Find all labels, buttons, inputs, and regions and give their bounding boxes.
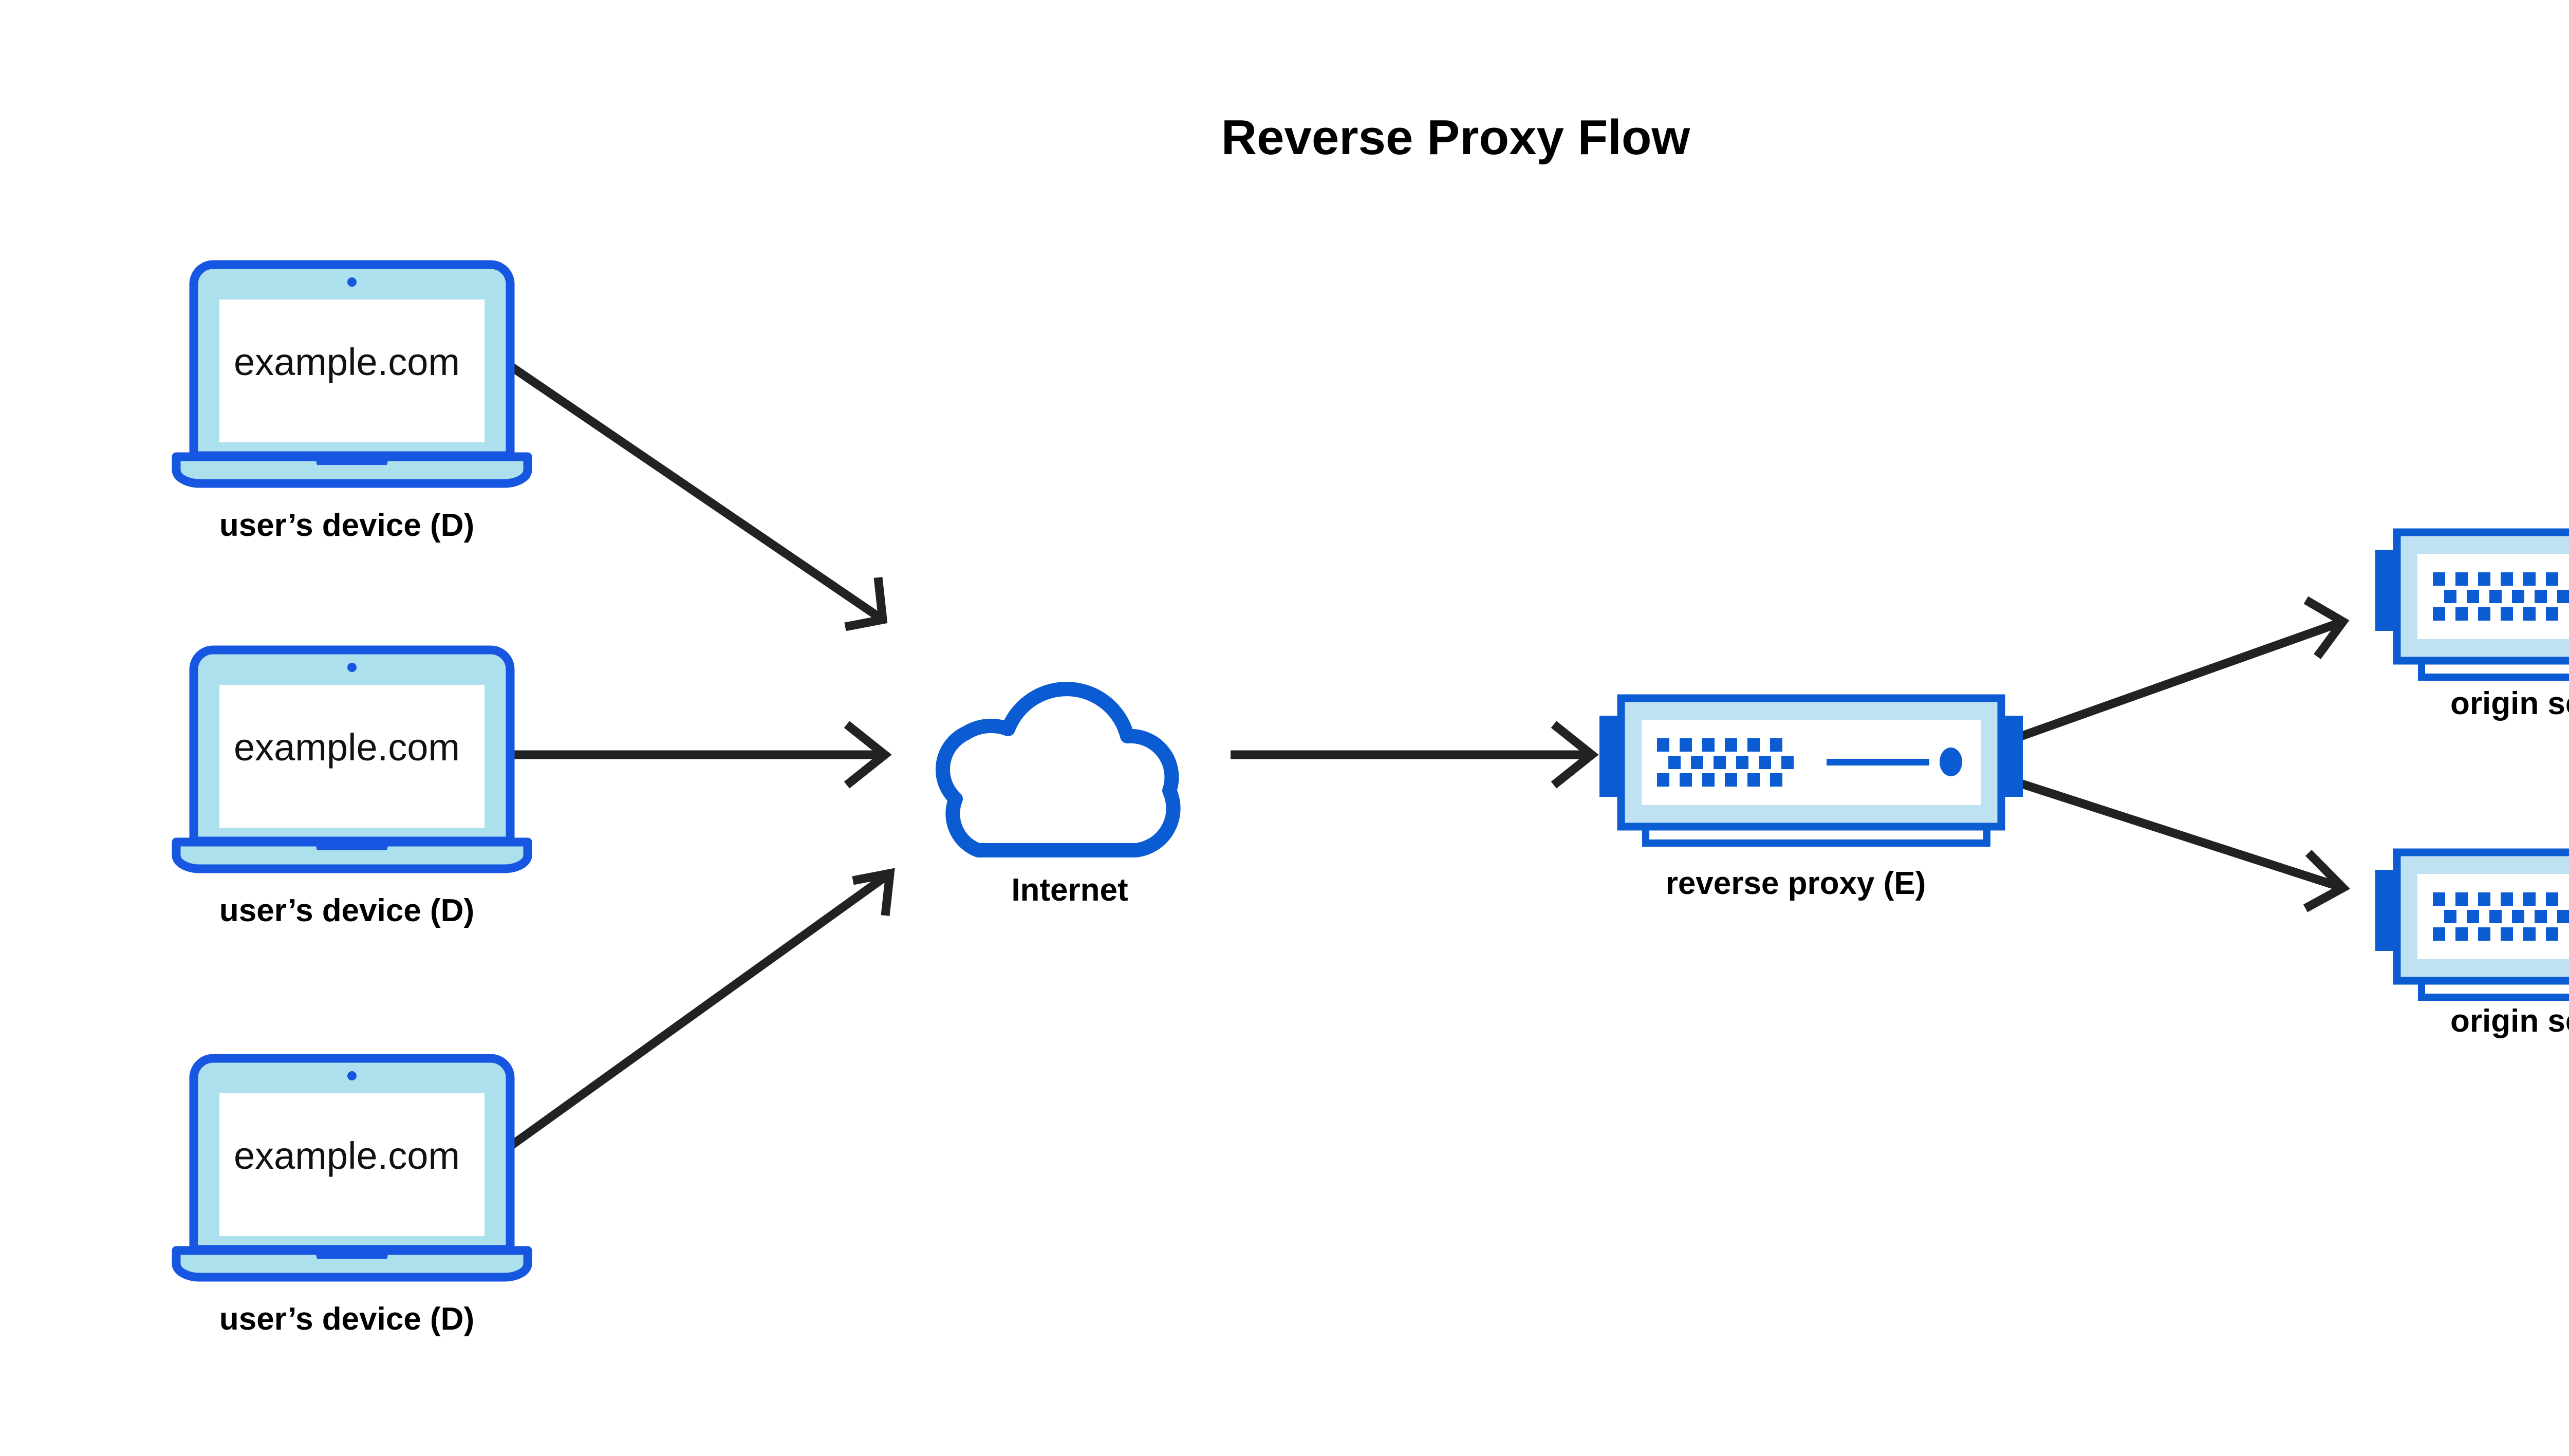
server-icon — [1599, 698, 2023, 843]
origin-bottom-label: origin server (F) — [2450, 1003, 2569, 1039]
arrow-client-top-to-internet — [498, 356, 888, 631]
reverse-proxy-label: reverse proxy (E) — [1666, 866, 1926, 901]
arrow-client-bottom-to-internet — [498, 868, 895, 1156]
arrow-group — [498, 356, 2350, 1156]
arrow-proxy-to-origin-bottom — [1992, 770, 2350, 912]
client-middle-screen-text: example.com — [234, 726, 460, 769]
node-reverse-proxy[interactable]: reverse proxy (E) — [1599, 698, 2023, 901]
node-internet[interactable]: Internet — [943, 689, 1174, 908]
page-title: Reverse Proxy Flow — [1221, 110, 1690, 165]
internet-label: Internet — [1011, 872, 1128, 908]
node-origin-bottom[interactable]: origin server (F) — [2375, 852, 2569, 1039]
server-icon — [2375, 532, 2569, 677]
node-client-top[interactable]: example.com user’s device (D) — [176, 265, 528, 543]
client-top-screen-text: example.com — [234, 341, 460, 383]
client-top-label: user’s device (D) — [219, 508, 474, 543]
cloud-icon — [943, 689, 1174, 850]
client-bottom-screen-text: example.com — [234, 1134, 460, 1177]
node-origin-top[interactable]: origin server (F) — [2375, 532, 2569, 721]
client-bottom-label: user’s device (D) — [219, 1301, 474, 1337]
node-client-middle[interactable]: example.com user’s device (D) — [176, 650, 528, 928]
arrow-client-middle-to-internet — [501, 721, 892, 789]
arrow-internet-to-proxy — [1231, 721, 1599, 789]
origin-top-label: origin server (F) — [2450, 686, 2569, 721]
arrow-proxy-to-origin-top — [1992, 596, 2350, 751]
node-client-bottom[interactable]: example.com user’s device (D) — [176, 1058, 528, 1337]
client-middle-label: user’s device (D) — [219, 893, 474, 928]
server-icon — [2375, 852, 2569, 997]
